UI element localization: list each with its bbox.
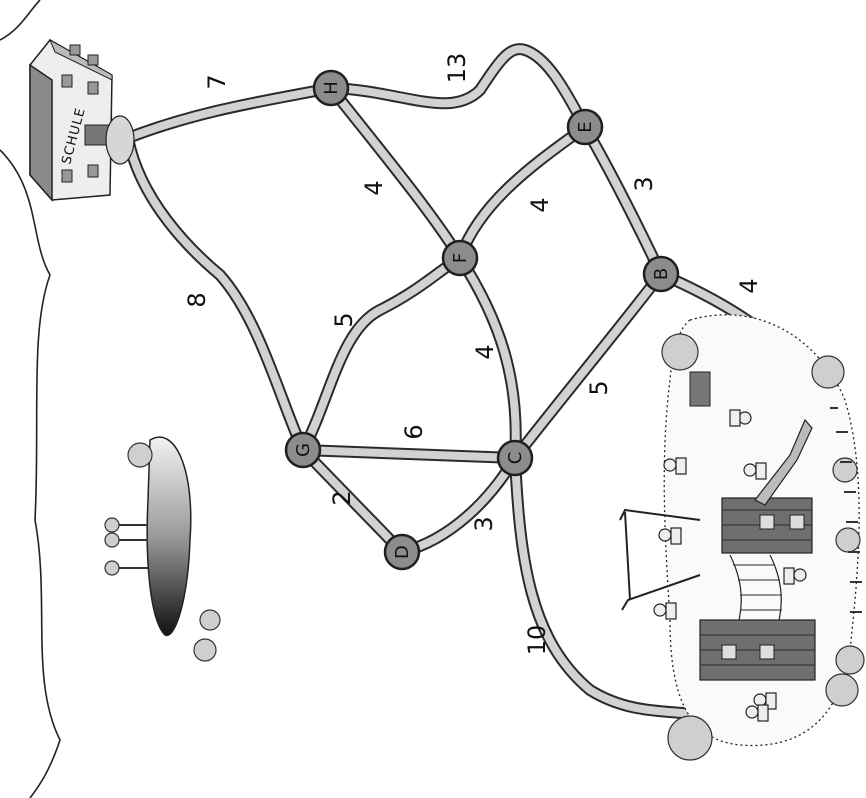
- node-d: D: [383, 533, 421, 571]
- node-label: D: [392, 545, 413, 559]
- road-f-c: [456, 254, 520, 462]
- road-g-f-edge: [297, 252, 466, 456]
- weight-school-h: 7: [203, 74, 231, 89]
- road-e-f-edge: [454, 121, 591, 264]
- playground: [619, 314, 865, 761]
- weight-g-c: 6: [400, 424, 428, 439]
- node-h: H: [312, 69, 350, 107]
- road-g-f: [299, 254, 464, 454]
- node-label: H: [321, 81, 342, 95]
- road-g-c: [299, 446, 519, 462]
- road-b-c: [511, 270, 665, 462]
- node-g: G: [284, 431, 322, 469]
- road-e-b: [581, 123, 665, 278]
- node-label: B: [651, 268, 672, 280]
- climbing-tower: [721, 497, 813, 554]
- road-e-f: [456, 123, 589, 262]
- playhouse: [699, 619, 816, 681]
- node-label: C: [505, 452, 526, 465]
- school-building: SCHULE: [29, 38, 135, 202]
- weight-c-playground: 10: [523, 625, 551, 656]
- weight-h-f: 4: [360, 180, 388, 195]
- road-school-h: [124, 84, 335, 142]
- weight-g-d: 2: [328, 490, 356, 505]
- node-e: E: [566, 108, 604, 146]
- swing: [619, 508, 701, 611]
- weight-b-playground: 4: [735, 278, 763, 293]
- bench: [689, 371, 711, 407]
- road-school-g-edge: [122, 132, 309, 456]
- node-c: C: [496, 439, 534, 477]
- road-d-c: [398, 454, 519, 556]
- weight-g-f: 5: [330, 312, 358, 327]
- road-c-playground: [511, 454, 704, 719]
- road-h-e: [327, 45, 589, 131]
- children-icon: [653, 409, 807, 722]
- node-b: B: [642, 255, 680, 293]
- weight-h-e: 13: [443, 53, 471, 84]
- node-label: G: [293, 443, 314, 457]
- node-label: E: [575, 121, 596, 132]
- slide: [754, 418, 813, 506]
- node-f: F: [441, 239, 479, 277]
- edge-weights: 7 13 4 4 3 4 8 5 4 6 5 2 3 10: [183, 53, 763, 656]
- road-g-d: [299, 446, 406, 556]
- pond: [104, 436, 221, 662]
- node-label: F: [450, 253, 471, 263]
- weight-b-c: 5: [585, 380, 613, 395]
- weight-e-b: 3: [630, 176, 658, 191]
- road-d-c-edge: [396, 452, 521, 558]
- road-h-f: [327, 84, 464, 262]
- weight-school-g: 8: [183, 292, 211, 307]
- fence: [830, 407, 862, 613]
- pond-tree-icon: [104, 442, 221, 662]
- nodes: H E F B G C D: [284, 69, 680, 571]
- road-school-g: [124, 134, 307, 454]
- hill-contours: [0, 0, 61, 798]
- weight-e-f: 4: [526, 197, 554, 212]
- weight-d-c: 3: [470, 516, 498, 531]
- playground-trees-icon: [661, 333, 865, 761]
- weight-f-c: 4: [471, 344, 499, 359]
